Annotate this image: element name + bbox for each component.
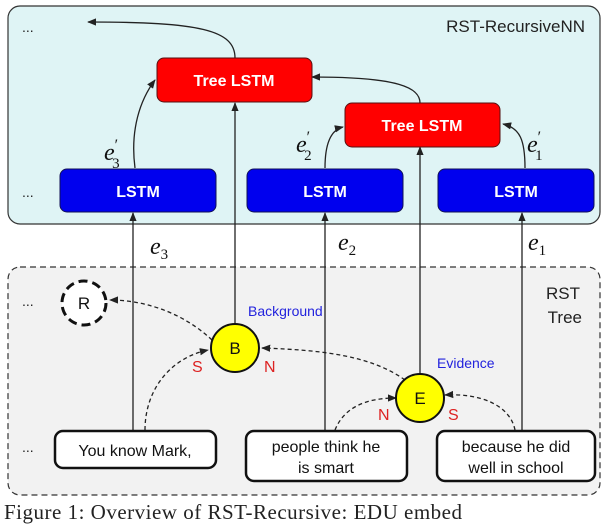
- edu-1-text: You know Mark,: [78, 443, 191, 460]
- label-e1: e1: [528, 230, 546, 259]
- edu-1: [53, 429, 218, 470]
- ellipsis-top-1: ...: [22, 19, 34, 35]
- nuclearity-e-right: S: [448, 407, 459, 424]
- lstm-left: [59, 168, 217, 213]
- tree-lstm-mid: [344, 102, 501, 148]
- relation-evidence: Evidence: [437, 355, 495, 371]
- ellipsis-bottom-2: ...: [22, 439, 34, 455]
- tree-lstm-top: [156, 57, 313, 103]
- edu-3-text-line2: well in school: [467, 460, 563, 477]
- node-e: [395, 373, 445, 423]
- edu-3: [435, 429, 597, 483]
- panel-title-rst: RST: [546, 284, 580, 303]
- dashed-e-to-b: [261, 344, 406, 381]
- lstm-center: [246, 168, 404, 213]
- panel-title-rst-recursivenn: RST-RecursiveNN: [446, 17, 585, 36]
- label-e2: e2: [338, 230, 356, 259]
- nuclearity-e-left: N: [378, 407, 390, 424]
- label-e3-prime: e′3: [104, 137, 120, 172]
- arrow-e3p: [133, 79, 156, 169]
- ellipsis-top-2: ...: [22, 184, 34, 200]
- dashed-edu2-to-e: [334, 394, 397, 431]
- tree-lstm-mid-label: Tree LSTM: [382, 118, 463, 135]
- edu-3-text-line1: because he did: [462, 439, 571, 456]
- diagram: RST-RecursiveNN ... ... RST Tree ... ...…: [7, 5, 601, 496]
- edu-2: [244, 429, 409, 483]
- arrow-top-out: [87, 18, 236, 59]
- node-b-label: B: [229, 339, 240, 358]
- node-e-label: E: [414, 389, 425, 408]
- nuclearity-b-left: S: [192, 359, 203, 376]
- nuclearity-b-right: N: [264, 359, 276, 376]
- label-e1-prime: e′1: [527, 129, 543, 164]
- node-b: [210, 323, 260, 373]
- figure-caption: Figure 1: Overview of RST-Recursive: EDU…: [4, 500, 463, 524]
- lstm-right-label: LSTM: [494, 184, 538, 201]
- arrow-e1p: [502, 122, 526, 169]
- arrow-mid-to-top: [311, 73, 421, 104]
- root-node: [60, 279, 108, 327]
- root-node-label: R: [78, 294, 90, 313]
- label-e3: e3: [150, 234, 168, 263]
- edu-2-text-line1: people think he: [272, 439, 381, 456]
- lstm-center-label: LSTM: [303, 184, 347, 201]
- panel-title-tree: Tree: [548, 308, 582, 327]
- arrow-e2p: [324, 125, 344, 169]
- lstm-left-label: LSTM: [116, 184, 160, 201]
- dashed-edu1-to-b: [144, 348, 209, 431]
- dashed-edu3-to-e: [444, 390, 516, 431]
- lstm-right: [437, 168, 595, 213]
- label-e2-prime: e′2: [296, 129, 312, 164]
- edu-2-text-line2: is smart: [298, 460, 355, 477]
- tree-lstm-top-label: Tree LSTM: [194, 73, 275, 90]
- ellipsis-bottom-1: ...: [22, 293, 34, 309]
- relation-background: Background: [248, 303, 323, 319]
